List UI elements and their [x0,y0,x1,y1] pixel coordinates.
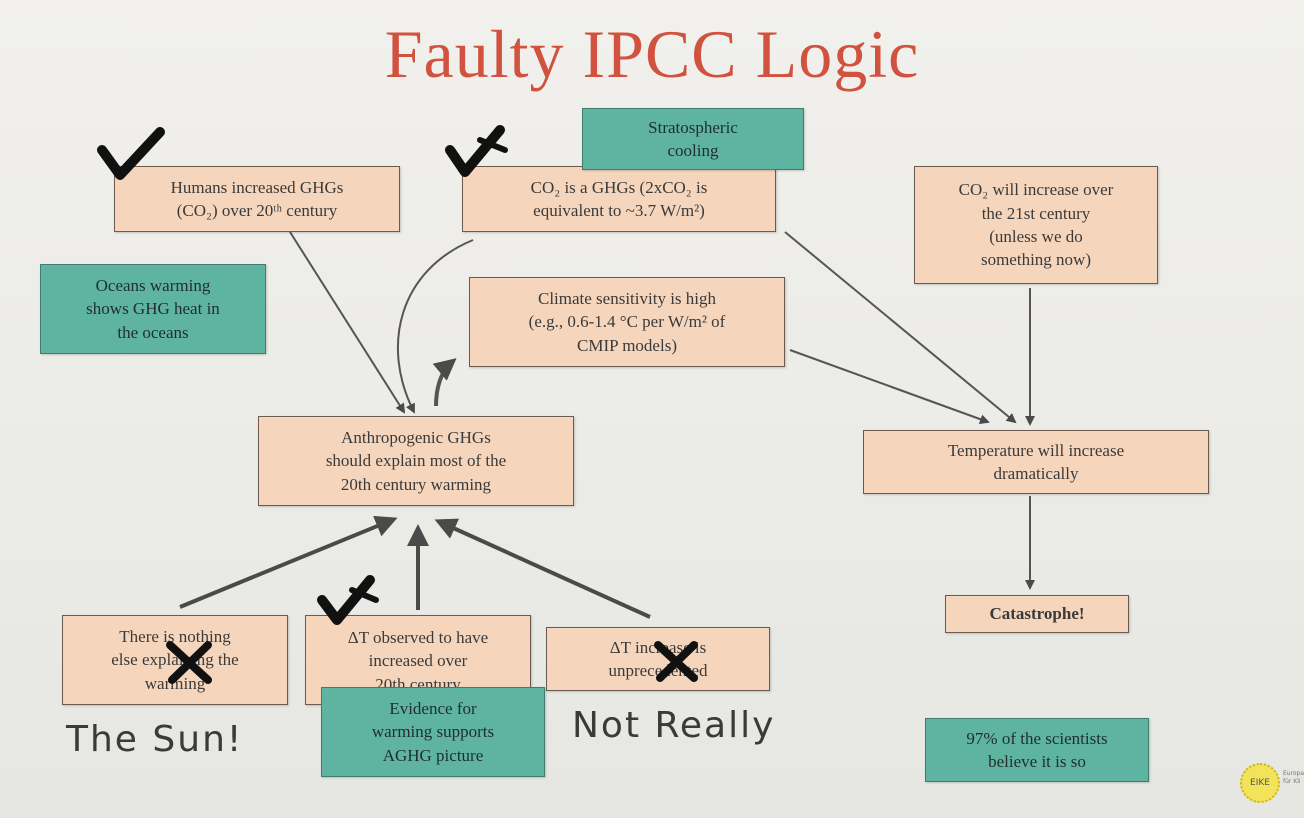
box-co2-will-increase: CO₂ will increase over the 21st century … [914,166,1158,284]
box-anthropogenic-ghgs: Anthropogenic GHGs should explain most o… [258,416,574,506]
arrow-co2-to-anthropogenic [396,239,474,414]
box-catastrophe-label: Catastrophe! [989,604,1085,624]
box-oceans-warming: Oceans warming shows GHG heat in the oce… [40,264,266,354]
box-delta-t-observed-label: ΔT observed to have increased over 20th … [347,628,489,694]
handwritten-not-really: Not Really [572,705,776,746]
box-evidence-label: Evidence for warming supports AGHG pictu… [371,698,495,765]
arrow-nothing-else-to-anthropogenic [179,515,398,609]
box-evidence-for-warming: Evidence for warming supports AGHG pictu… [321,687,545,777]
box-co2-ghg-label: CO₂ is a GHGs (2xCO₂ is equivalent to ~3… [530,177,708,220]
box-oceans-label: Oceans warming shows GHG heat in the oce… [86,275,220,342]
box-temperature-increase: Temperature will increase dramatically [863,430,1209,494]
box-nothing-else: There is nothing else explaining the war… [62,615,288,705]
eike-logo: EIKE [1240,763,1280,803]
box-97-percent-scientists: 97% of the scientists believe it is so [925,718,1149,782]
check-cross-icon [445,125,508,177]
box-scientists-label: 97% of the scientists believe it is so [966,728,1108,771]
box-co2-increase-label: CO₂ will increase over the 21st century … [958,180,1114,270]
cross-icon [166,641,212,684]
box-strat-label: Stratospheric cooling [648,117,738,160]
eike-logo-badge: EIKE [1250,778,1270,788]
box-catastrophe: Catastrophe! [945,595,1129,633]
box-temperature-label: Temperature will increase dramatically [947,440,1125,483]
box-co2-is-ghg: CO₂ is a GHGs (2xCO₂ is equivalent to ~3… [462,166,776,232]
check-icon [97,127,165,180]
cross-icon [654,641,698,682]
eike-logo-text-label: Europa für Kli [1283,770,1304,785]
arrow-anthropogenic-to-sensitivity [432,358,457,407]
check-cross-icon [317,575,379,625]
box-anthropogenic-label: Anthropogenic GHGs should explain most o… [325,427,507,494]
box-nothing-else-label: There is nothing else explaining the war… [111,626,239,693]
eike-logo-text: Europa für Kli [1283,770,1304,786]
handwritten-the-sun: The Sun! [66,719,244,760]
arrow-humans-to-anthropogenic [289,231,406,414]
arrow-sensitivity-to-temperature [789,349,990,424]
box-humans-label: Humans increased GHGs (CO₂) over 20ᵗʰ ce… [170,177,344,220]
box-climate-sensitivity: Climate sensitivity is high (e.g., 0.6-1… [469,277,785,367]
box-sensitivity-label: Climate sensitivity is high (e.g., 0.6-1… [528,288,726,355]
arrow-unprecedented-to-anthropogenic [434,518,651,619]
box-humans-increased-ghgs: Humans increased GHGs (CO₂) over 20ᵗʰ ce… [114,166,400,232]
arrow-co2-to-temperature [784,231,1017,424]
slide-title: Faulty IPCC Logic [384,16,920,92]
box-stratospheric-cooling: Stratospheric cooling [582,108,804,170]
